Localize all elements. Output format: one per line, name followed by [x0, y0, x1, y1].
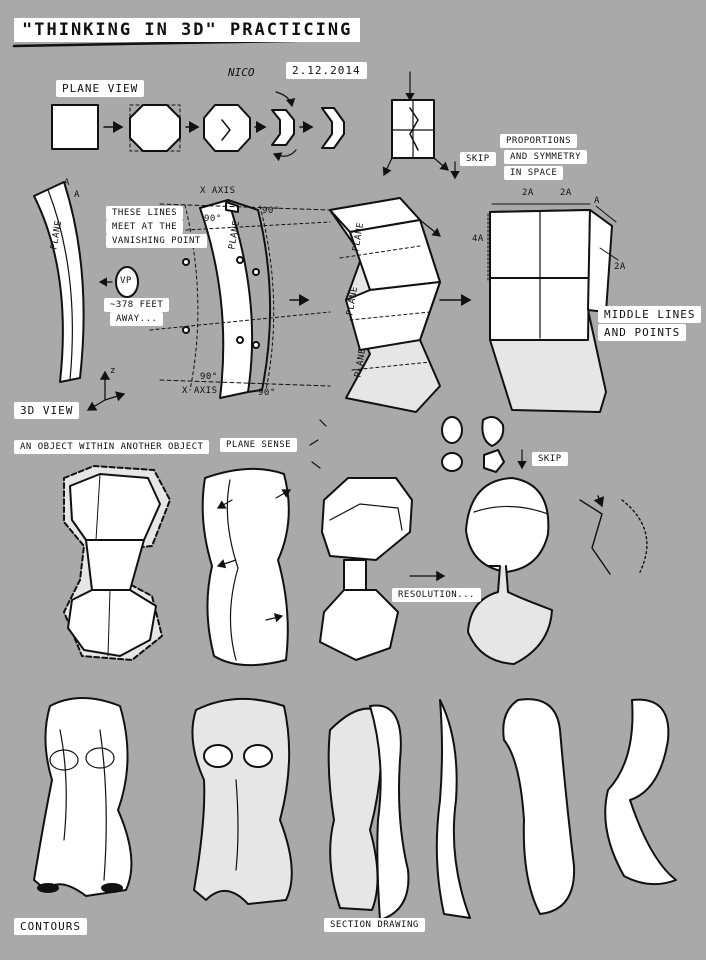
plane-view-label: PLANE VIEW [56, 80, 145, 97]
dim-a-top: a [594, 196, 600, 206]
angle-label-a: 90° [204, 214, 222, 224]
object-within-object [63, 465, 171, 661]
plane-object [329, 197, 472, 413]
dim-4a: 4a [472, 234, 484, 244]
distance-label-1: ~378 FEET [104, 298, 170, 312]
in-space-label: IN SPACE [504, 166, 564, 180]
object-within-label: AN OBJECT WITHIN ANOTHER OBJECT [14, 440, 210, 454]
vanishing-point [98, 266, 139, 298]
date: 2.12.2014 [286, 62, 367, 79]
distance-label-2: AWAY... [110, 312, 164, 326]
dim-a-left-2: a [74, 190, 80, 200]
resolution-step-2 [465, 477, 553, 665]
vanishing-note-1: THESE LINES [106, 206, 184, 220]
plane-sense-figure [201, 467, 292, 667]
symmetry-label: AND SYMMETRY [504, 150, 588, 164]
angle-label-d: 90° [258, 388, 276, 398]
perspective-planes [149, 199, 331, 399]
dim-2a-side: 2a [614, 262, 626, 272]
resolution-label: RESOLUTION... [392, 588, 481, 602]
curved-plane-left [33, 181, 85, 383]
middle-lines-label: MIDDLE LINES [598, 306, 702, 323]
vanishing-note-3: VANISHING POINT [106, 234, 207, 248]
axis-z-label: z [110, 366, 116, 376]
skip-label-1: SKIP [460, 152, 496, 166]
proportions-label: PROPORTIONS [500, 134, 578, 148]
dim-a-left-1: a [64, 178, 70, 188]
x-axis-label-top: X AXIS [200, 186, 236, 196]
section-outlines [435, 698, 677, 919]
dim-2a-left: 2a [522, 188, 534, 198]
skip-label-2: SKIP [532, 452, 568, 466]
x-axis-label-bottom: X AXIS [182, 386, 218, 396]
arc-arrows [579, 495, 648, 575]
plane-sense-label: PLANE SENSE [220, 438, 298, 452]
plane-view-sequence [51, 91, 345, 162]
resolution-step-1 [319, 477, 446, 661]
proportion-object [487, 203, 619, 413]
and-points-label: AND POINTS [598, 324, 687, 341]
simple-shapes-skip [309, 415, 527, 473]
page-title: "THINKING IN 3D" PRACTICING [14, 18, 361, 42]
torso-section [327, 704, 410, 921]
contours-label: CONTOURS [14, 918, 87, 935]
angle-label-c: 90° [200, 372, 218, 382]
torso-contours [33, 697, 133, 897]
vanishing-note-2: MEET AT THE [106, 220, 184, 234]
torso-shaded [191, 697, 293, 905]
3d-view-label: 3D VIEW [14, 402, 80, 419]
vp-label: VP [120, 276, 132, 286]
angle-label-b: 90° [262, 206, 280, 216]
axis-gizmo [86, 370, 126, 411]
section-drawing-label: SECTION DRAWING [324, 918, 425, 932]
skip-cube [382, 71, 460, 180]
signature: Nico [228, 66, 255, 79]
dim-2a-right: 2a [560, 188, 572, 198]
